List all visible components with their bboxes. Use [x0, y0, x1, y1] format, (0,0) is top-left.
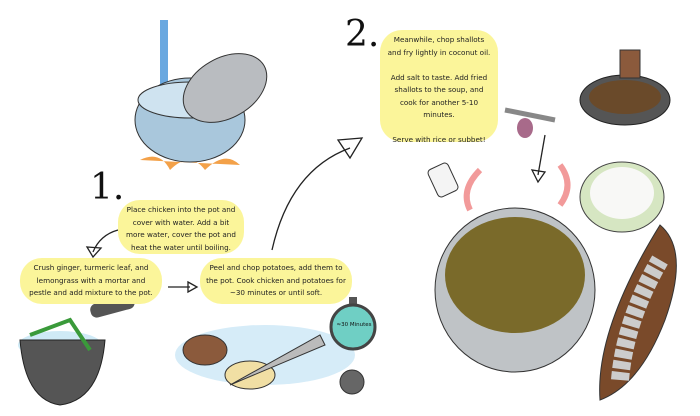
potatoes-knife-illustration [175, 325, 355, 390]
flow-arrows [85, 134, 547, 294]
arrow-to-step2 [271, 147, 351, 251]
soup-pot-illustration [434, 163, 596, 373]
arrow-to-crush [92, 229, 119, 253]
timer-label: ≈30 Minutes [336, 322, 372, 328]
note-crush-aromatics: Crush ginger, turmeric leaf, and lemongr… [20, 258, 162, 304]
pot-with-water-illustration [134, 20, 268, 170]
note-place-chicken: Place chicken into the pot and cover wit… [118, 200, 244, 254]
note-step-2: Meanwhile, chop shallots and fry lightly… [380, 30, 498, 144]
note-potatoes: Peel and chop potatoes, add them to the … [200, 258, 352, 304]
rice-icon [590, 167, 654, 219]
mortar-and-pestle-illustration [18, 295, 135, 406]
frying-pan-illustration [504, 49, 671, 138]
salt-shaker-illustration [427, 162, 459, 198]
stopwatch-illustration [329, 297, 377, 395]
step-1-number: 1. [90, 167, 125, 208]
step-2-number: 2. [345, 14, 380, 55]
subbet-board-illustration [599, 224, 677, 401]
